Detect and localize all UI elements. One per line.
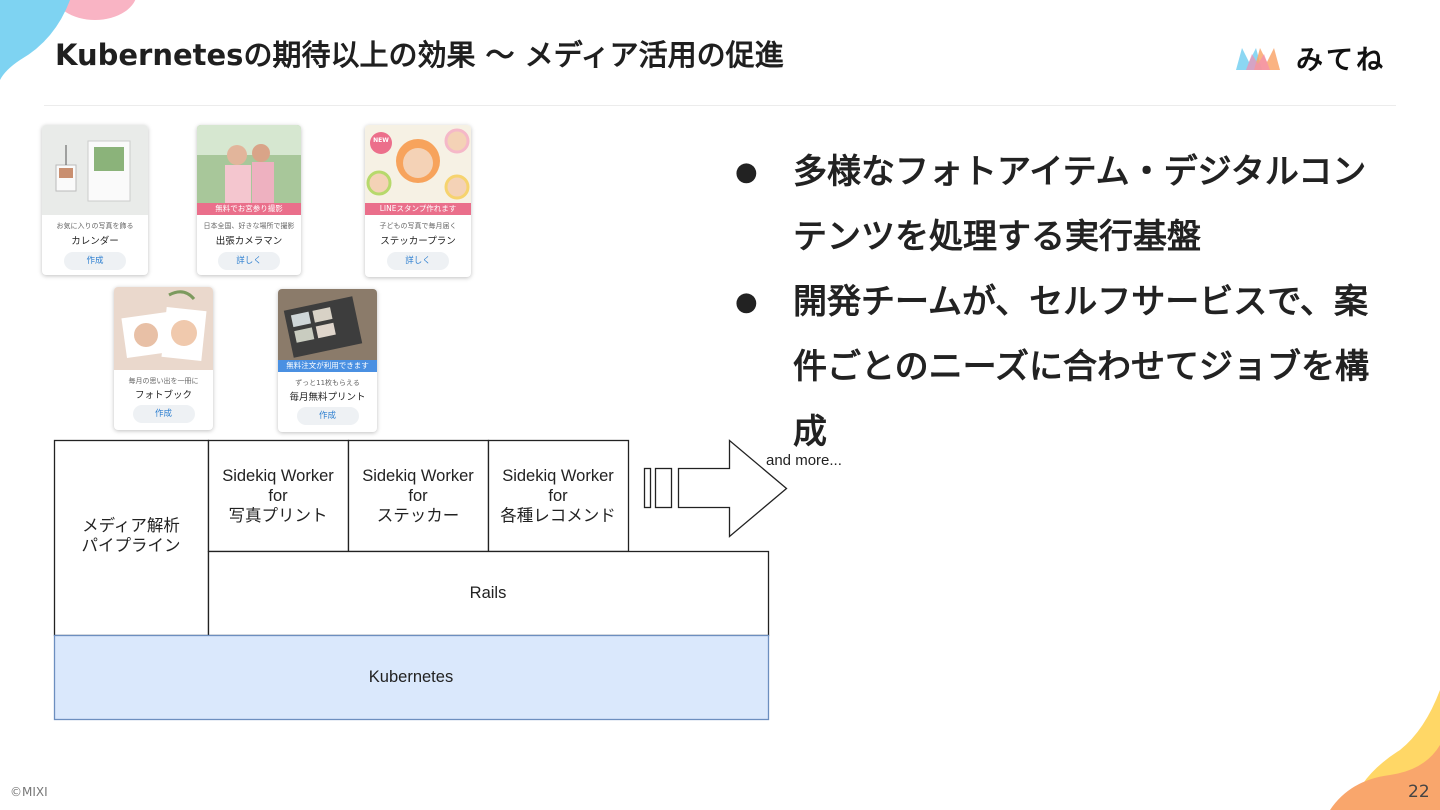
arrow-stripe <box>643 467 652 509</box>
rails-box <box>207 550 770 637</box>
and-more-arrow <box>677 439 788 538</box>
worker-label-recommend: Sidekiq Worker for 各種レコメンド <box>500 467 616 525</box>
product-card-sticker[interactable]: NEW LINEスタンプ作れます 子どもの写真で毎月届く ステッカープラン 詳し… <box>365 125 471 277</box>
create-button[interactable]: 作成 <box>296 407 359 425</box>
bullet-dot-icon: ● <box>735 287 758 317</box>
product-card-title: 毎月無料プリント <box>289 392 366 403</box>
title-divider <box>44 105 1396 106</box>
bullet-item: ● 多様なフォトアイテム・デジタルコンテンツを処理する実行基盤 <box>733 140 1373 270</box>
copyright: ©MIXI <box>10 785 48 799</box>
product-card-photographer[interactable]: 無料でお宮参り撮影 日本全国、好きな場所で撮影 出張カメラマン 詳しく <box>197 125 301 275</box>
kubernetes-label: Kubernetes <box>368 668 454 686</box>
product-card-subtitle: ずっと11枚もらえる <box>295 379 360 387</box>
and-more-label: and more... <box>766 452 842 469</box>
product-card-subtitle: 日本全国、好きな場所で撮影 <box>203 222 295 230</box>
worker-box-recommend <box>487 439 630 553</box>
create-button[interactable]: 作成 <box>132 405 195 423</box>
media-pipeline-box <box>53 439 210 637</box>
product-card-banner: 無料注文が利用できます <box>278 360 377 372</box>
bullet-text: 開発チームが、セルフサービスで、案件ごとのニーズに合わせてジョブを構成 <box>793 282 1369 452</box>
rails-label: Rails <box>469 584 507 602</box>
architecture-diagram <box>53 439 788 721</box>
new-badge: NEW <box>373 137 389 144</box>
product-card-title: ステッカープラン <box>380 236 456 247</box>
photobook-photo <box>114 287 213 370</box>
product-card-subtitle: 毎月の思い出を一冊に <box>128 377 199 385</box>
arrow-stripe <box>654 467 673 509</box>
product-card-subtitle: お気に入りの写真を飾る <box>56 222 134 230</box>
brand-logo: みてね <box>1234 38 1386 77</box>
product-card-title: カレンダー <box>71 236 119 247</box>
worker-label-photo-print: Sidekiq Worker for 写真プリント <box>222 467 334 525</box>
print-photo <box>278 289 377 361</box>
bullet-list: ● 多様なフォトアイテム・デジタルコンテンツを処理する実行基盤 ● 開発チームが、セ… <box>733 140 1373 465</box>
mitene-logo-icon <box>1236 47 1280 70</box>
details-button[interactable]: 詳しく <box>218 252 280 270</box>
page-number: 22 <box>1408 782 1430 802</box>
product-card-title: フォトブック <box>134 390 192 401</box>
logo-text: みてね <box>1296 45 1386 76</box>
calendar-photo <box>42 125 148 215</box>
product-card-title: 出張カメラマン <box>215 236 283 247</box>
sticker-photo <box>365 125 471 205</box>
worker-label-sticker: Sidekiq Worker for ステッカー <box>362 467 474 525</box>
product-card-photobook[interactable]: 毎月の思い出を一冊に フォトブック 作成 <box>114 287 213 430</box>
product-card-subtitle: 子どもの写真で毎月届く <box>379 222 457 230</box>
slide-title: Kubernetesの期待以上の効果 〜 メディア活用の促進 <box>55 38 784 72</box>
bullet-text: 多様なフォトアイテム・デジタルコンテンツを処理する実行基盤 <box>793 152 1367 257</box>
product-card-banner: 無料でお宮参り撮影 <box>197 203 301 215</box>
product-card-calendar[interactable]: お気に入りの写真を飾る カレンダー 作成 <box>42 125 148 275</box>
create-button[interactable]: 作成 <box>64 252 126 270</box>
bullet-item: ● 開発チームが、セルフサービスで、案件ごとのニーズに合わせてジョブを構成 <box>733 270 1373 465</box>
product-card-banner: LINEスタンプ作れます <box>365 203 471 215</box>
worker-box-photo-print <box>207 439 350 553</box>
corner-decoration-bottom-right <box>1330 690 1440 810</box>
media-pipeline-label: メディア解析 パイプライン <box>81 517 181 555</box>
product-card-print[interactable]: 無料注文が利用できます ずっと11枚もらえる 毎月無料プリント 作成 <box>278 289 377 432</box>
kubernetes-box <box>53 634 770 721</box>
corner-decoration-top-left <box>0 0 136 80</box>
details-button[interactable]: 詳しく <box>387 252 449 270</box>
bullet-dot-icon: ● <box>735 157 758 187</box>
photographer-photo <box>197 125 301 205</box>
